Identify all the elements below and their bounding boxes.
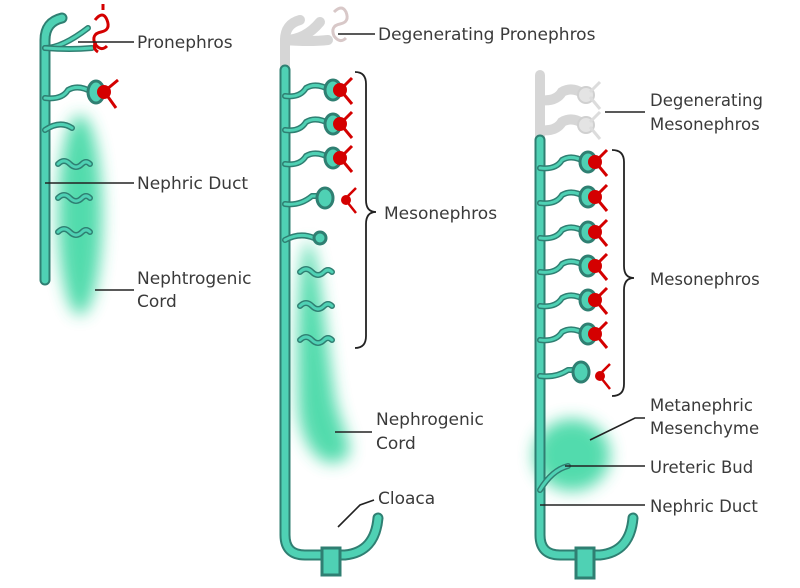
label-mesonephros-3: Mesonephros bbox=[650, 270, 760, 289]
mesonephros-bracket-3 bbox=[611, 149, 635, 397]
panel-2-mesonephros-stage bbox=[279, 6, 384, 577]
label-mesonephros-2: Mesonephros bbox=[384, 204, 497, 224]
mesonephric-tubules-3 bbox=[537, 148, 611, 390]
mesonephros-bracket-2 bbox=[354, 71, 377, 349]
label-nephric-duct-3: Nephric Duct bbox=[650, 497, 758, 516]
label-mesenchyme: Mesenchyme bbox=[650, 419, 759, 438]
pronephros-glomerulus bbox=[92, 4, 110, 54]
label-mesonephros-degenerating: Mesonephros bbox=[650, 115, 760, 134]
nephrogenic-cord-1 bbox=[58, 115, 102, 315]
label-pronephros: Pronephros bbox=[137, 33, 233, 53]
label-ureteric-bud: Ureteric Bud bbox=[650, 458, 753, 477]
label-cord-2: Cord bbox=[376, 434, 416, 454]
panel-3-metanephros-stage bbox=[534, 70, 645, 580]
label-degenerating-pronephros: Degenerating Pronephros bbox=[378, 25, 596, 45]
panel-1-pronephros-stage bbox=[39, 4, 134, 315]
label-nephric-duct-1: Nephric Duct bbox=[137, 174, 248, 194]
label-metanephric: Metanephric bbox=[650, 396, 753, 415]
mesonephric-tubules-2 bbox=[282, 76, 357, 346]
cloaca-shape bbox=[320, 546, 342, 577]
label-cord-1: Cord bbox=[137, 292, 177, 312]
nephrogenic-cord-2 bbox=[297, 240, 350, 463]
cloaca-shape-3 bbox=[574, 546, 596, 580]
label-nephtrogenic: Nephtrogenic bbox=[137, 269, 252, 289]
label-nephrogenic-2: Nephrogenic bbox=[376, 410, 484, 430]
label-degenerating: Degenerating bbox=[650, 91, 763, 110]
label-cloaca: Cloaca bbox=[378, 489, 435, 509]
